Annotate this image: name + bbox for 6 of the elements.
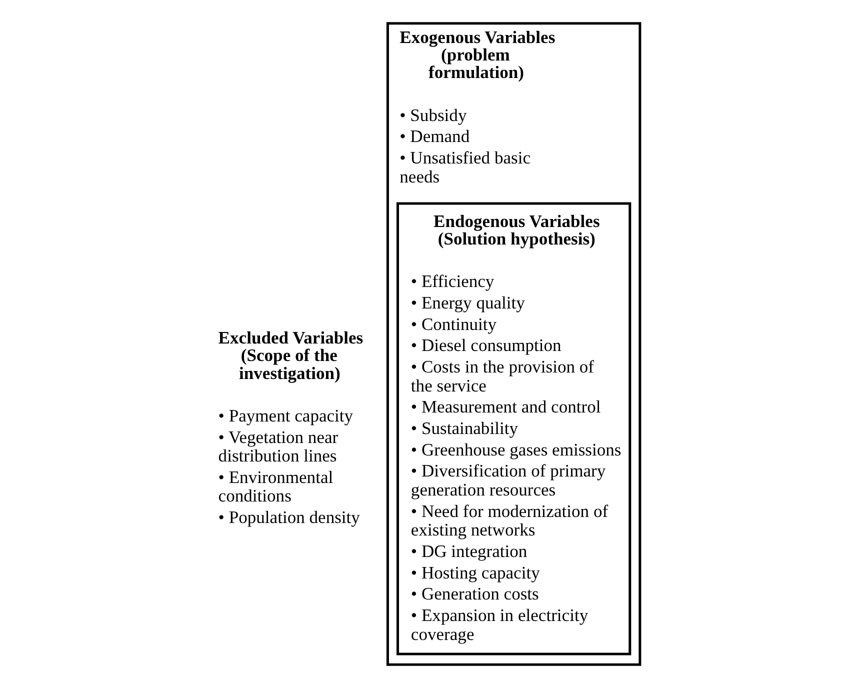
label: • Population density xyxy=(218,507,360,528)
node-box: Endogenous Variables (Solution hypothesis) • Efficiency • Energy quality • Continuity • Diesel consumption • Costs in the provision of the service • Measurement and control • Sustainability • Greenhouse gases emissions • Diversification of primary generation resources • Need for modernization of existing networks • DG integration • Hosting capacity • Generation costs • Expansion in electricity coverage xyxy=(396,202,631,656)
label: • Payment capacity xyxy=(218,405,353,426)
label: • Environmental conditions xyxy=(218,466,333,506)
label: Excluded Variables (Scope of the investigation) xyxy=(218,328,363,383)
label: • Vegetation near distribution lines xyxy=(218,426,338,466)
